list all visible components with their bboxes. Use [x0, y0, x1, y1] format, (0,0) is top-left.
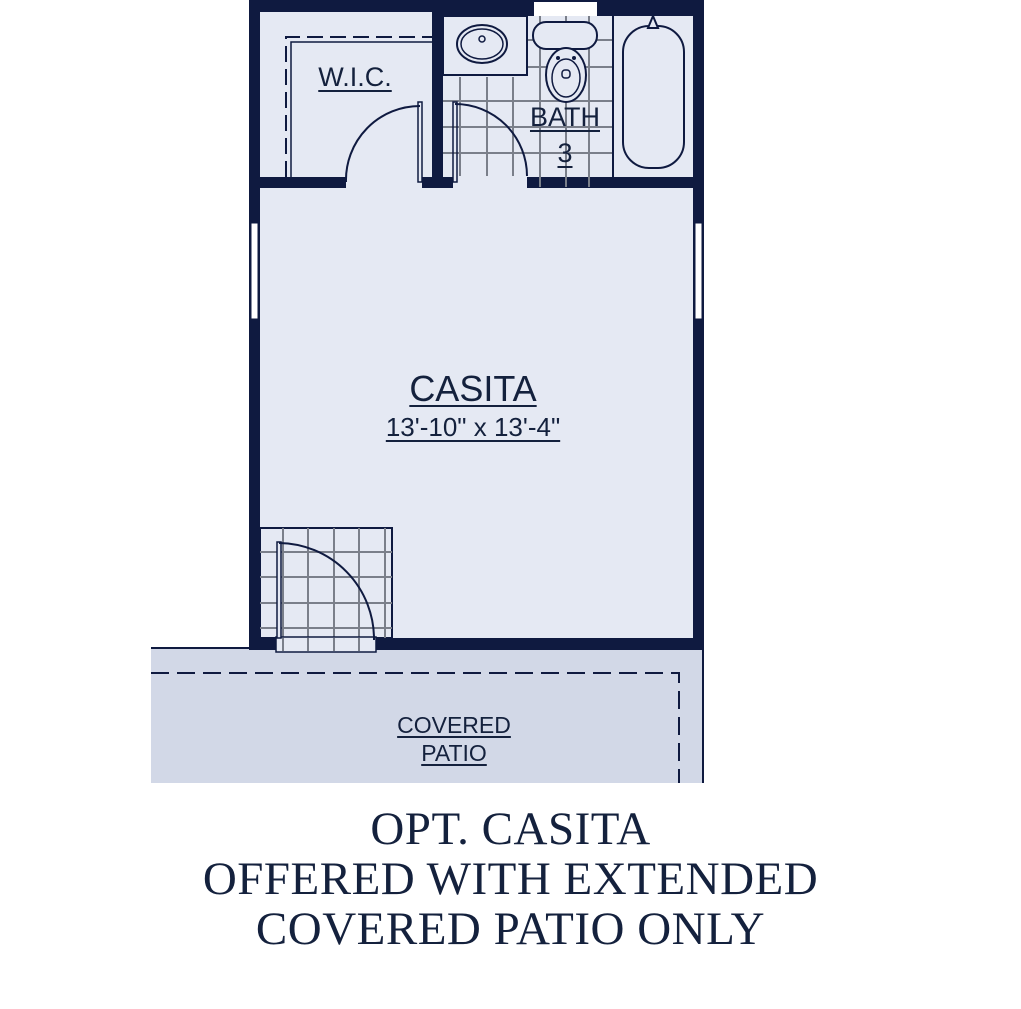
- bathtub-icon: [622, 13, 685, 169]
- window-icon: [694, 222, 703, 320]
- bath-door-swing-icon: [452, 101, 528, 183]
- patio-dashed-boundary: [151, 672, 680, 783]
- caption-line-1: OPT. CASITA: [370, 803, 651, 855]
- casita-dimensions: 13'-10" x 13'-4": [385, 412, 561, 442]
- window-icon: [250, 222, 259, 320]
- sink-icon: [456, 24, 508, 64]
- wic-floor: [260, 12, 432, 177]
- bath-label-line1: BATH: [529, 102, 600, 132]
- casita-label: CASITA: [409, 368, 537, 409]
- toilet-icon: [532, 21, 598, 103]
- entry-door-swing-icon: [276, 541, 376, 641]
- bath-label-line2: 3: [557, 138, 573, 168]
- covered-patio-area: [151, 648, 703, 783]
- entry-tile-grid: [259, 527, 393, 652]
- wic-door-swing-icon: [344, 101, 423, 183]
- caption-line-3: COVERED PATIO ONLY: [255, 903, 766, 955]
- window-icon: [534, 2, 597, 16]
- wic-shelf-line: [285, 36, 432, 177]
- patio-label-line1: COVERED: [397, 712, 511, 738]
- caption-line-2: OFFERED WITH EXTENDED: [202, 853, 819, 905]
- patio-label-line2: PATIO: [421, 740, 487, 766]
- wic-label: W.I.C.: [318, 62, 392, 92]
